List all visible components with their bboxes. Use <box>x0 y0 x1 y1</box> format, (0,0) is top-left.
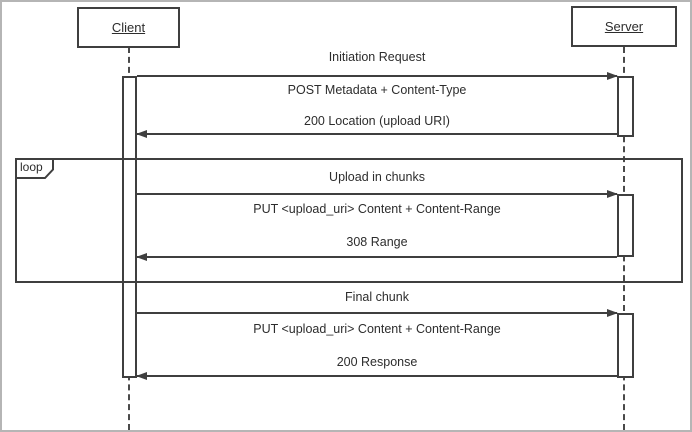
message-label-308-range: 308 Range <box>346 235 408 249</box>
arrow-line <box>137 256 617 258</box>
arrowhead-left-icon <box>136 372 147 380</box>
message-label-put-chunk: PUT <upload_uri> Content + Content-Range <box>253 202 501 216</box>
actor-client-label: Client <box>111 20 146 35</box>
arrowhead-right-icon <box>607 309 618 317</box>
section-title-upload-chunks: Upload in chunks <box>329 170 425 184</box>
message-arrow-200-response <box>136 372 617 381</box>
message-arrow-put-final <box>137 309 618 318</box>
message-arrow-post-metadata <box>137 72 618 81</box>
loop-tab-shape <box>15 158 54 179</box>
server-activation-initiation <box>617 76 634 137</box>
server-activation-final <box>617 313 634 378</box>
server-activation-loop <box>617 194 634 257</box>
arrowhead-right-icon <box>607 72 618 80</box>
message-arrow-308-range <box>136 253 617 262</box>
arrow-line <box>137 193 617 195</box>
arrowhead-left-icon <box>136 253 147 261</box>
section-title-initiation: Initiation Request <box>328 50 426 64</box>
arrow-line <box>137 75 617 77</box>
message-label-post-metadata: POST Metadata + Content-Type <box>287 83 467 97</box>
actor-server: Server <box>571 6 677 47</box>
arrowhead-right-icon <box>607 190 618 198</box>
message-arrow-put-chunk <box>137 190 618 199</box>
arrow-line <box>137 375 617 377</box>
client-activation <box>122 76 137 378</box>
message-label-put-final: PUT <upload_uri> Content + Content-Range <box>253 322 501 336</box>
message-label-200-location: 200 Location (upload URI) <box>304 114 450 128</box>
loop-operator-label: loop <box>20 160 43 174</box>
actor-client: Client <box>77 7 180 48</box>
arrowhead-left-icon <box>136 130 147 138</box>
loop-fragment-frame <box>15 158 683 283</box>
actor-server-label: Server <box>604 19 644 34</box>
arrow-line <box>137 133 617 135</box>
message-arrow-200-location <box>136 130 617 139</box>
message-label-200-response: 200 Response <box>336 355 418 369</box>
loop-fragment-tab: loop <box>15 158 55 179</box>
section-title-final-chunk: Final chunk <box>345 290 409 304</box>
arrow-line <box>137 312 617 314</box>
